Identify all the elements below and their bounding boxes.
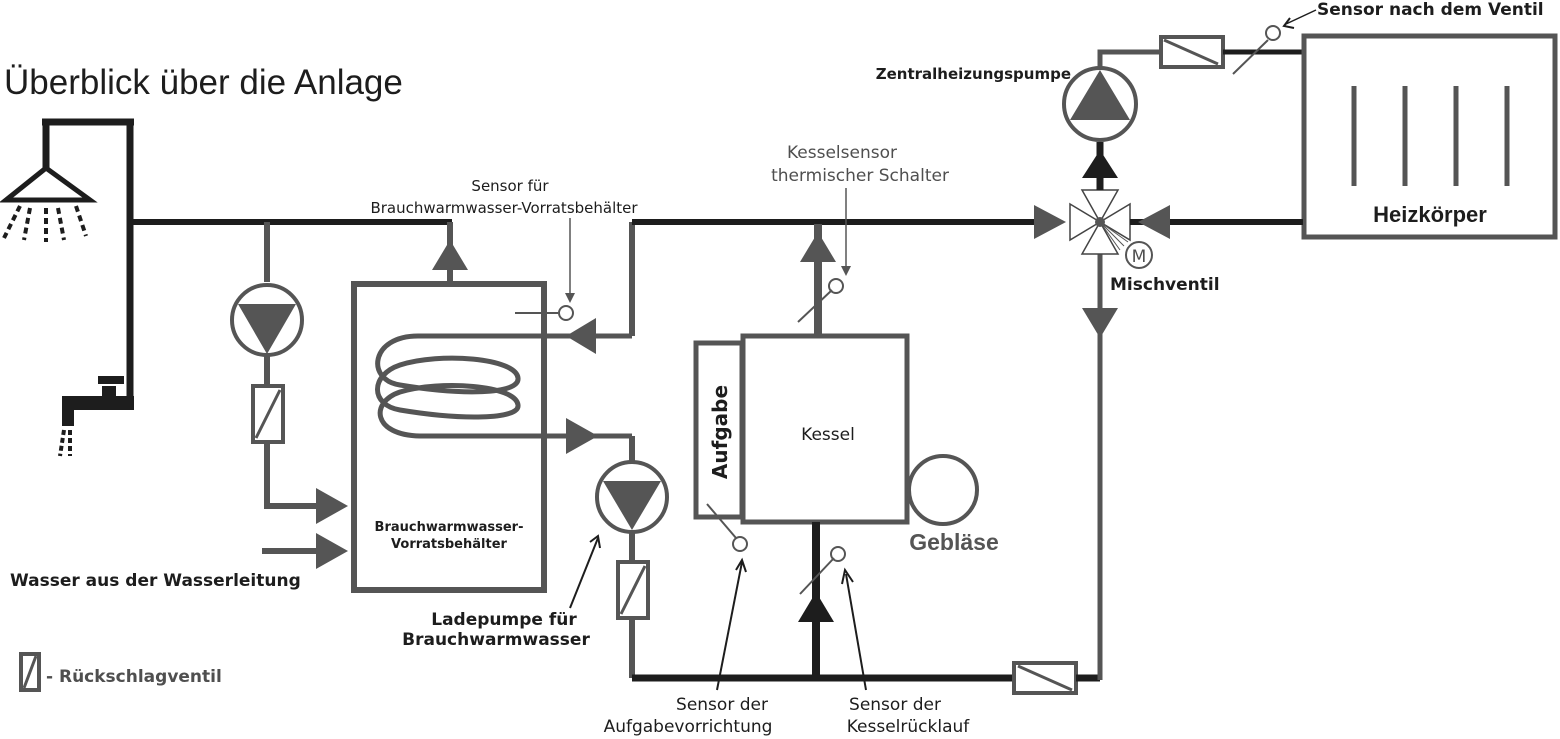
mains-water-label: Wasser aus der Wasserleitung xyxy=(10,571,301,591)
radiator-label: Heizkörper xyxy=(1373,202,1487,227)
return-sensor-pointer xyxy=(845,573,867,691)
sensor-icon xyxy=(799,546,846,595)
pointer-arrowhead-icon xyxy=(1282,17,1295,29)
shower-icon xyxy=(0,118,134,242)
feeder-label: Aufgabe xyxy=(708,385,732,479)
legend-check-valve-label: - Rückschlagventil xyxy=(46,667,222,687)
sensor-icon xyxy=(706,503,748,552)
radiator-fins xyxy=(1351,86,1510,186)
boiler xyxy=(740,333,910,525)
central-heating-pump-label: Zentralheizungspumpe xyxy=(876,65,1071,83)
charge-pump-pointer xyxy=(569,537,599,609)
pump-icon xyxy=(230,283,304,357)
boiler-sensor-label-line2: thermischer Schalter xyxy=(771,166,949,186)
mixing-valve-label: Mischventil xyxy=(1110,275,1220,295)
flow-arrow-icon xyxy=(1082,150,1118,178)
boiler-sensor-label-line1: Kesselsensor xyxy=(787,143,897,163)
fan-icon xyxy=(907,454,979,526)
circulation-return-pipe xyxy=(264,442,340,509)
flow-arrow-icon xyxy=(1034,205,1066,239)
feeder-sensor-label-line2: Aufgabevorrichtung xyxy=(604,717,773,737)
page-title: Überblick über die Anlage xyxy=(4,63,403,102)
feeder-sensor-label-line1: Sensor der xyxy=(676,695,768,715)
pointer-arrowhead-icon xyxy=(735,557,747,573)
flow-arrow-icon xyxy=(566,318,596,354)
motor-icon: M xyxy=(1125,241,1153,269)
heating-coil-icon xyxy=(375,333,632,439)
tank-sensor-label-line1: Sensor für xyxy=(471,177,549,195)
flow-arrow-icon xyxy=(1082,308,1118,338)
check-valve-icon xyxy=(1159,35,1225,69)
dhw-tank-label-line1: Brauchwarmwasser- xyxy=(375,520,524,535)
pump-icon xyxy=(1062,66,1138,142)
fan-label: Gebläse xyxy=(909,529,999,555)
check-valve-icon xyxy=(251,384,285,444)
radiator-icon xyxy=(1301,33,1558,240)
valve-sensor-label: Sensor nach dem Ventil xyxy=(1317,0,1544,20)
tank-sensor-label-line2: Brauchwarmwasser-Vorratsbehälter xyxy=(370,199,638,217)
radiator-supply-pipe xyxy=(1097,49,1160,68)
flow-arrow-icon xyxy=(316,488,348,524)
sensor-icon xyxy=(797,278,844,323)
boiler-label: Kessel xyxy=(801,425,855,445)
flow-arrow-icon xyxy=(432,240,468,270)
check-valve-icon xyxy=(19,652,41,692)
return-sensor-label-line1: Sensor der xyxy=(849,695,941,715)
pointer-arrowhead-icon xyxy=(565,293,575,303)
flow-arrow-icon xyxy=(800,232,836,262)
valve-sensor-pointer xyxy=(1285,9,1317,25)
flow-arrow-icon xyxy=(316,533,348,569)
check-valve-icon xyxy=(616,560,650,620)
sensor-icon xyxy=(1232,25,1281,75)
mixing-valve-icon xyxy=(1069,189,1131,255)
flow-arrow-icon xyxy=(798,592,834,622)
flow-arrow-icon xyxy=(1138,205,1170,239)
legend: - Rückschlagventil xyxy=(19,652,222,692)
sensor-icon xyxy=(515,305,574,321)
flow-arrow-icon xyxy=(566,418,598,454)
motor-symbol: M xyxy=(1132,247,1147,267)
tap-icon xyxy=(58,376,134,457)
pointer-arrowhead-icon xyxy=(841,266,851,276)
charge-pump-label-line2: Brauchwarmwasser xyxy=(402,630,590,650)
feeder-sensor-pointer xyxy=(716,561,743,691)
return-sensor-label-line2: Kesselrücklauf xyxy=(847,717,971,737)
pointer-arrowhead-icon xyxy=(589,534,601,549)
pump-icon xyxy=(595,460,669,534)
dhw-tank-label-line2: Vorratsbehälter xyxy=(391,537,507,552)
pointer-arrowhead-icon xyxy=(841,567,854,585)
check-valve-icon xyxy=(1012,661,1078,695)
charge-pump-label-line1: Ladepumpe für xyxy=(431,610,577,630)
